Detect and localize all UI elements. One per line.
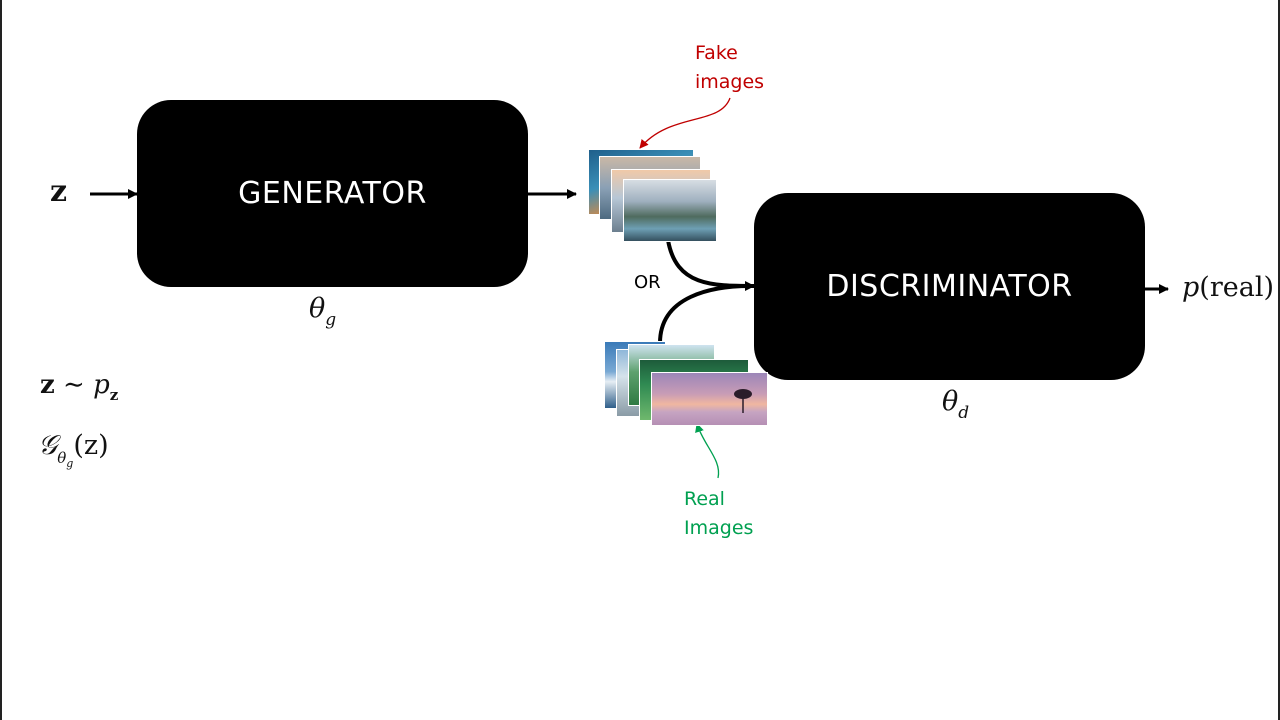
fake-images-label: Fake images [695,42,765,93]
latent-distribution-formula: z ∼ pz [40,370,119,404]
discriminator-label: DISCRIMINATOR [826,269,1073,304]
real-image-photo [652,373,767,425]
generator-function-formula: 𝒢θg(z) [38,430,109,470]
real-images-label: Real Images [684,488,754,539]
fake-to-discriminator-arrow [666,239,755,291]
output-probability: p(real) [1182,272,1274,303]
generator-label: GENERATOR [238,176,427,211]
fake-images-pointer [639,97,731,149]
discriminator-block: DISCRIMINATOR [754,193,1145,380]
tree-icon [734,389,752,413]
real-images-pointer [695,423,720,479]
generator-param: θg [309,293,337,330]
input-z: z [50,174,68,209]
generator-block: GENERATOR [137,100,528,287]
real-to-discriminator-connector [658,284,751,344]
or-label: OR [634,272,661,293]
fake-image-photo [624,180,716,241]
discriminator-param: θd [942,386,970,423]
